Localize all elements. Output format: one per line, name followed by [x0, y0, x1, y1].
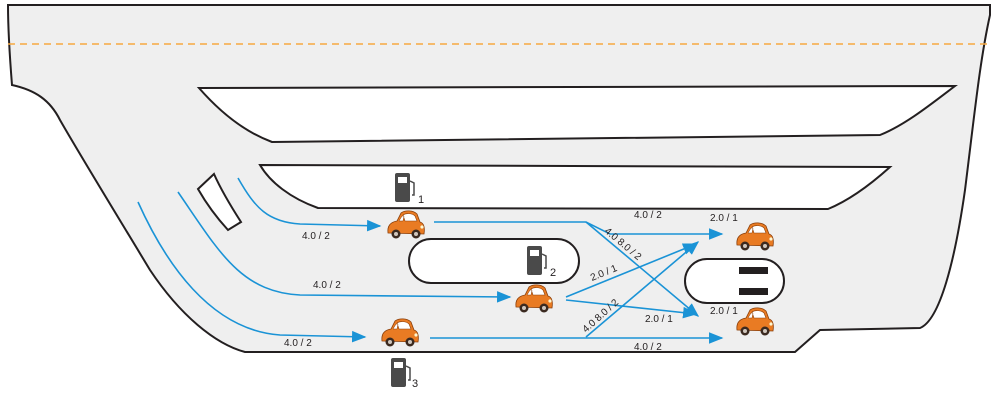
label-exit-bottom: 2.0 / 1 — [710, 306, 738, 317]
flow-top-straight — [434, 221, 724, 240]
flow-entry-top — [237, 177, 382, 232]
label-entry-middle: 4.0 / 2 — [313, 280, 341, 291]
flow-entry-bottom — [137, 201, 367, 343]
island-pump-row — [258, 163, 893, 211]
flow-middle-up — [565, 243, 698, 298]
island-exit — [684, 258, 785, 304]
label-entry-top: 4.0 / 2 — [302, 231, 330, 242]
label-exit-top: 2.0 / 1 — [710, 213, 738, 224]
label-entry-bottom: 4.0 / 2 — [284, 338, 312, 349]
label-bottom-straight: 4.0 / 2 — [634, 342, 662, 353]
fuel-pump-icon — [390, 357, 411, 388]
flow-middle-down — [565, 299, 698, 319]
barrier-upper — [739, 267, 768, 274]
entry-island — [196, 172, 243, 232]
label-top-straight: 4.0 / 2 — [634, 210, 662, 221]
pump-2-number: 2 — [550, 267, 556, 279]
label-middle-down: 2.0 / 1 — [645, 314, 673, 325]
flow-entry-middle — [177, 191, 512, 303]
island-top — [196, 84, 958, 144]
pump-1-number: 1 — [418, 194, 424, 206]
pump-3-number: 3 — [412, 378, 418, 390]
flow-top-diagonal — [585, 221, 700, 317]
flow-bottom-diagonal — [585, 241, 700, 338]
flow-lines — [137, 177, 724, 344]
barrier-lower — [739, 288, 768, 295]
